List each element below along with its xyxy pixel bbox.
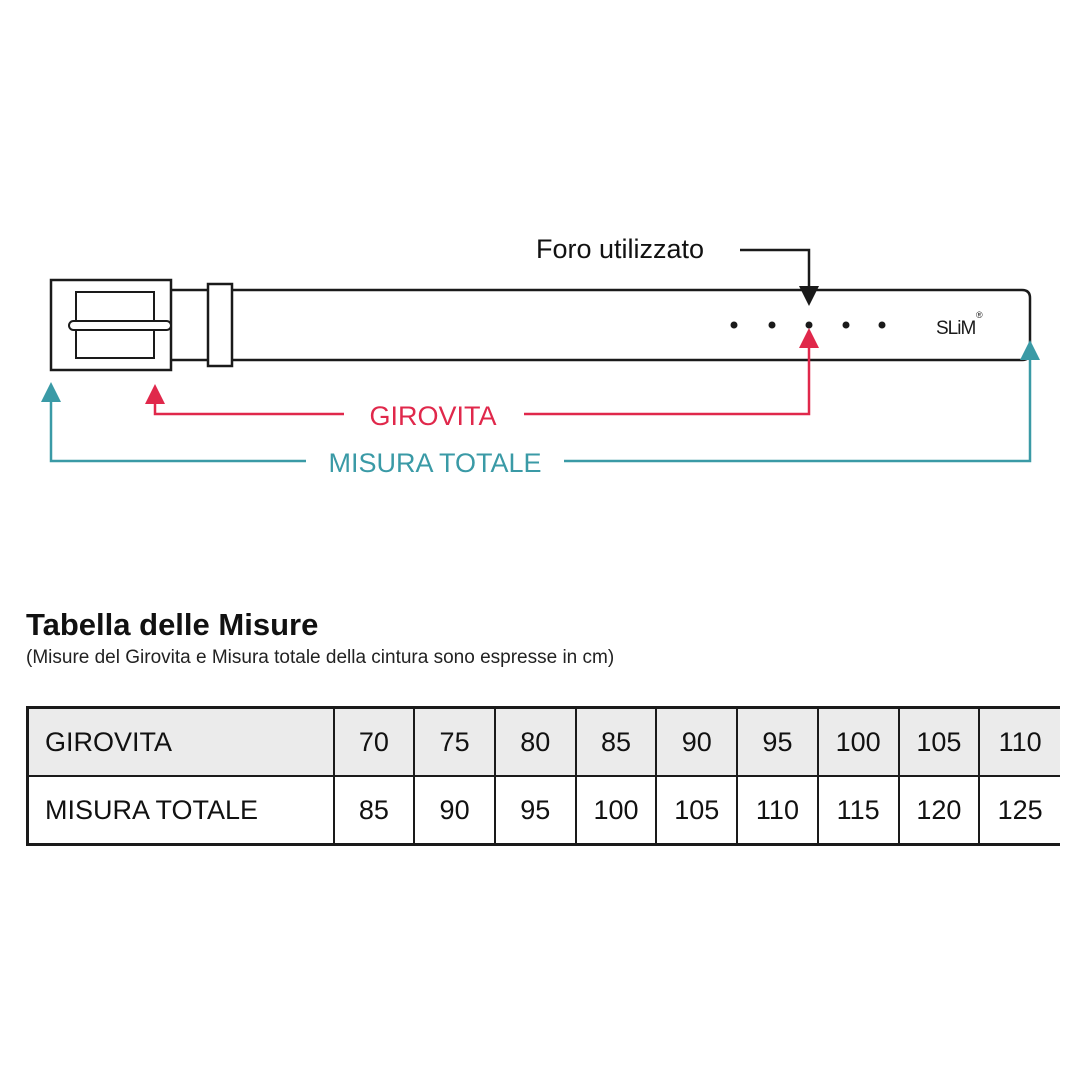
belt-hole (878, 321, 886, 329)
belt-holes (730, 321, 886, 329)
table-cell: 120 (897, 775, 981, 846)
belt-hole-used (805, 321, 813, 329)
size-table: GIROVITA 70 75 80 85 90 95 100 105 110 M… (26, 706, 1060, 846)
size-table-title: Tabella delle Misure (26, 607, 319, 642)
buckle (49, 278, 173, 372)
size-table-header: Tabella delle Misure (Misure del Girovit… (26, 606, 1066, 669)
table-cell: 75 (413, 706, 496, 777)
table-cell: 80 (493, 706, 577, 777)
brand-logo: SLiM ® (936, 310, 983, 339)
table-cell: 125 (978, 775, 1060, 846)
total-line-right (564, 340, 1040, 463)
belt-hole (842, 321, 850, 329)
waist-line-right (524, 328, 819, 416)
waist-line-left (145, 384, 344, 416)
table-cell: 100 (574, 775, 658, 846)
brand-logo-text: SLiM (936, 318, 975, 339)
belt-hole (768, 321, 776, 329)
table-cell: 100 (816, 706, 900, 777)
table-cell: 95 (736, 706, 819, 777)
table-cell: 105 (897, 706, 981, 777)
size-table-note: (Misure del Girovita e Misura totale del… (26, 647, 615, 669)
belt-hole (730, 321, 738, 329)
total-line-left (41, 382, 306, 463)
table-row-waist: GIROVITA 70 75 80 85 90 95 100 105 110 (26, 706, 1060, 777)
table-cell: 70 (332, 706, 416, 777)
belt-strap (172, 288, 1032, 362)
table-cell: 90 (655, 706, 739, 777)
table-cell: 110 (978, 706, 1060, 777)
waist-label: GIROVITA (369, 401, 496, 431)
table-cell: 115 (816, 775, 900, 846)
row-label-total: MISURA TOTALE (26, 775, 335, 846)
table-cell: 95 (493, 775, 577, 846)
hole-arrow (740, 248, 819, 306)
belt-diagram: SLiM ® Foro utilizzato GIROVITA MISURA T… (41, 234, 1040, 478)
svg-text:®: ® (976, 310, 983, 320)
table-cell: 85 (574, 706, 658, 777)
row-label-waist: GIROVITA (26, 706, 335, 777)
table-cell: 110 (736, 775, 819, 846)
hole-label: Foro utilizzato (536, 234, 704, 264)
table-cell: 105 (655, 775, 739, 846)
table-cell: 90 (413, 775, 496, 846)
table-cell: 85 (332, 775, 416, 846)
table-row-total: MISURA TOTALE 85 90 95 100 105 110 115 1… (26, 775, 1060, 846)
total-label: MISURA TOTALE (328, 448, 541, 478)
belt-loop (206, 282, 234, 368)
